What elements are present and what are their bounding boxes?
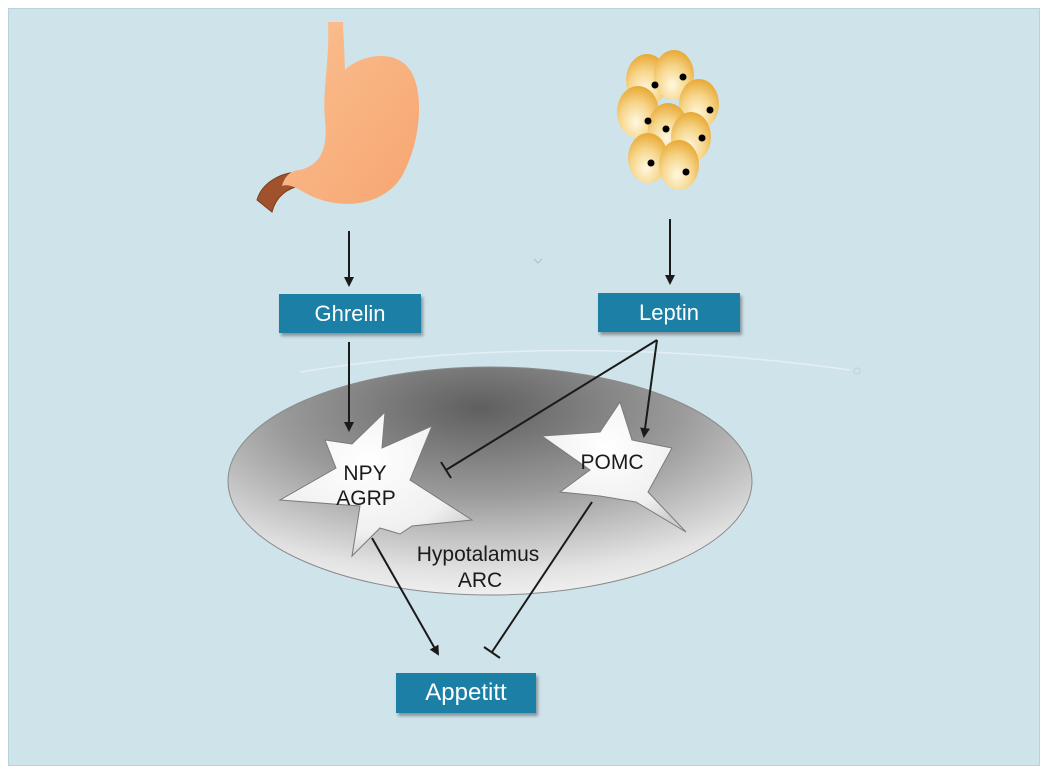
leptin-box: Leptin: [598, 293, 740, 332]
stomach-icon: [257, 22, 419, 212]
background-arc: [300, 350, 850, 372]
ghrelin-box: Ghrelin: [279, 294, 421, 333]
faint-dot: [854, 368, 860, 374]
npy-label: NPY: [330, 461, 400, 486]
hypothalamus-label: Hypotalamus: [403, 542, 553, 567]
agrp-label: AGRP: [324, 486, 408, 511]
arc-label: ARC: [440, 568, 520, 593]
faint-marker: [534, 259, 542, 263]
pomc-label: POMC: [570, 450, 654, 475]
inhibit-pomc-appetite-bar: [484, 647, 500, 658]
fat-cells-icon: [617, 50, 719, 190]
appetite-box: Appetitt: [396, 673, 536, 713]
